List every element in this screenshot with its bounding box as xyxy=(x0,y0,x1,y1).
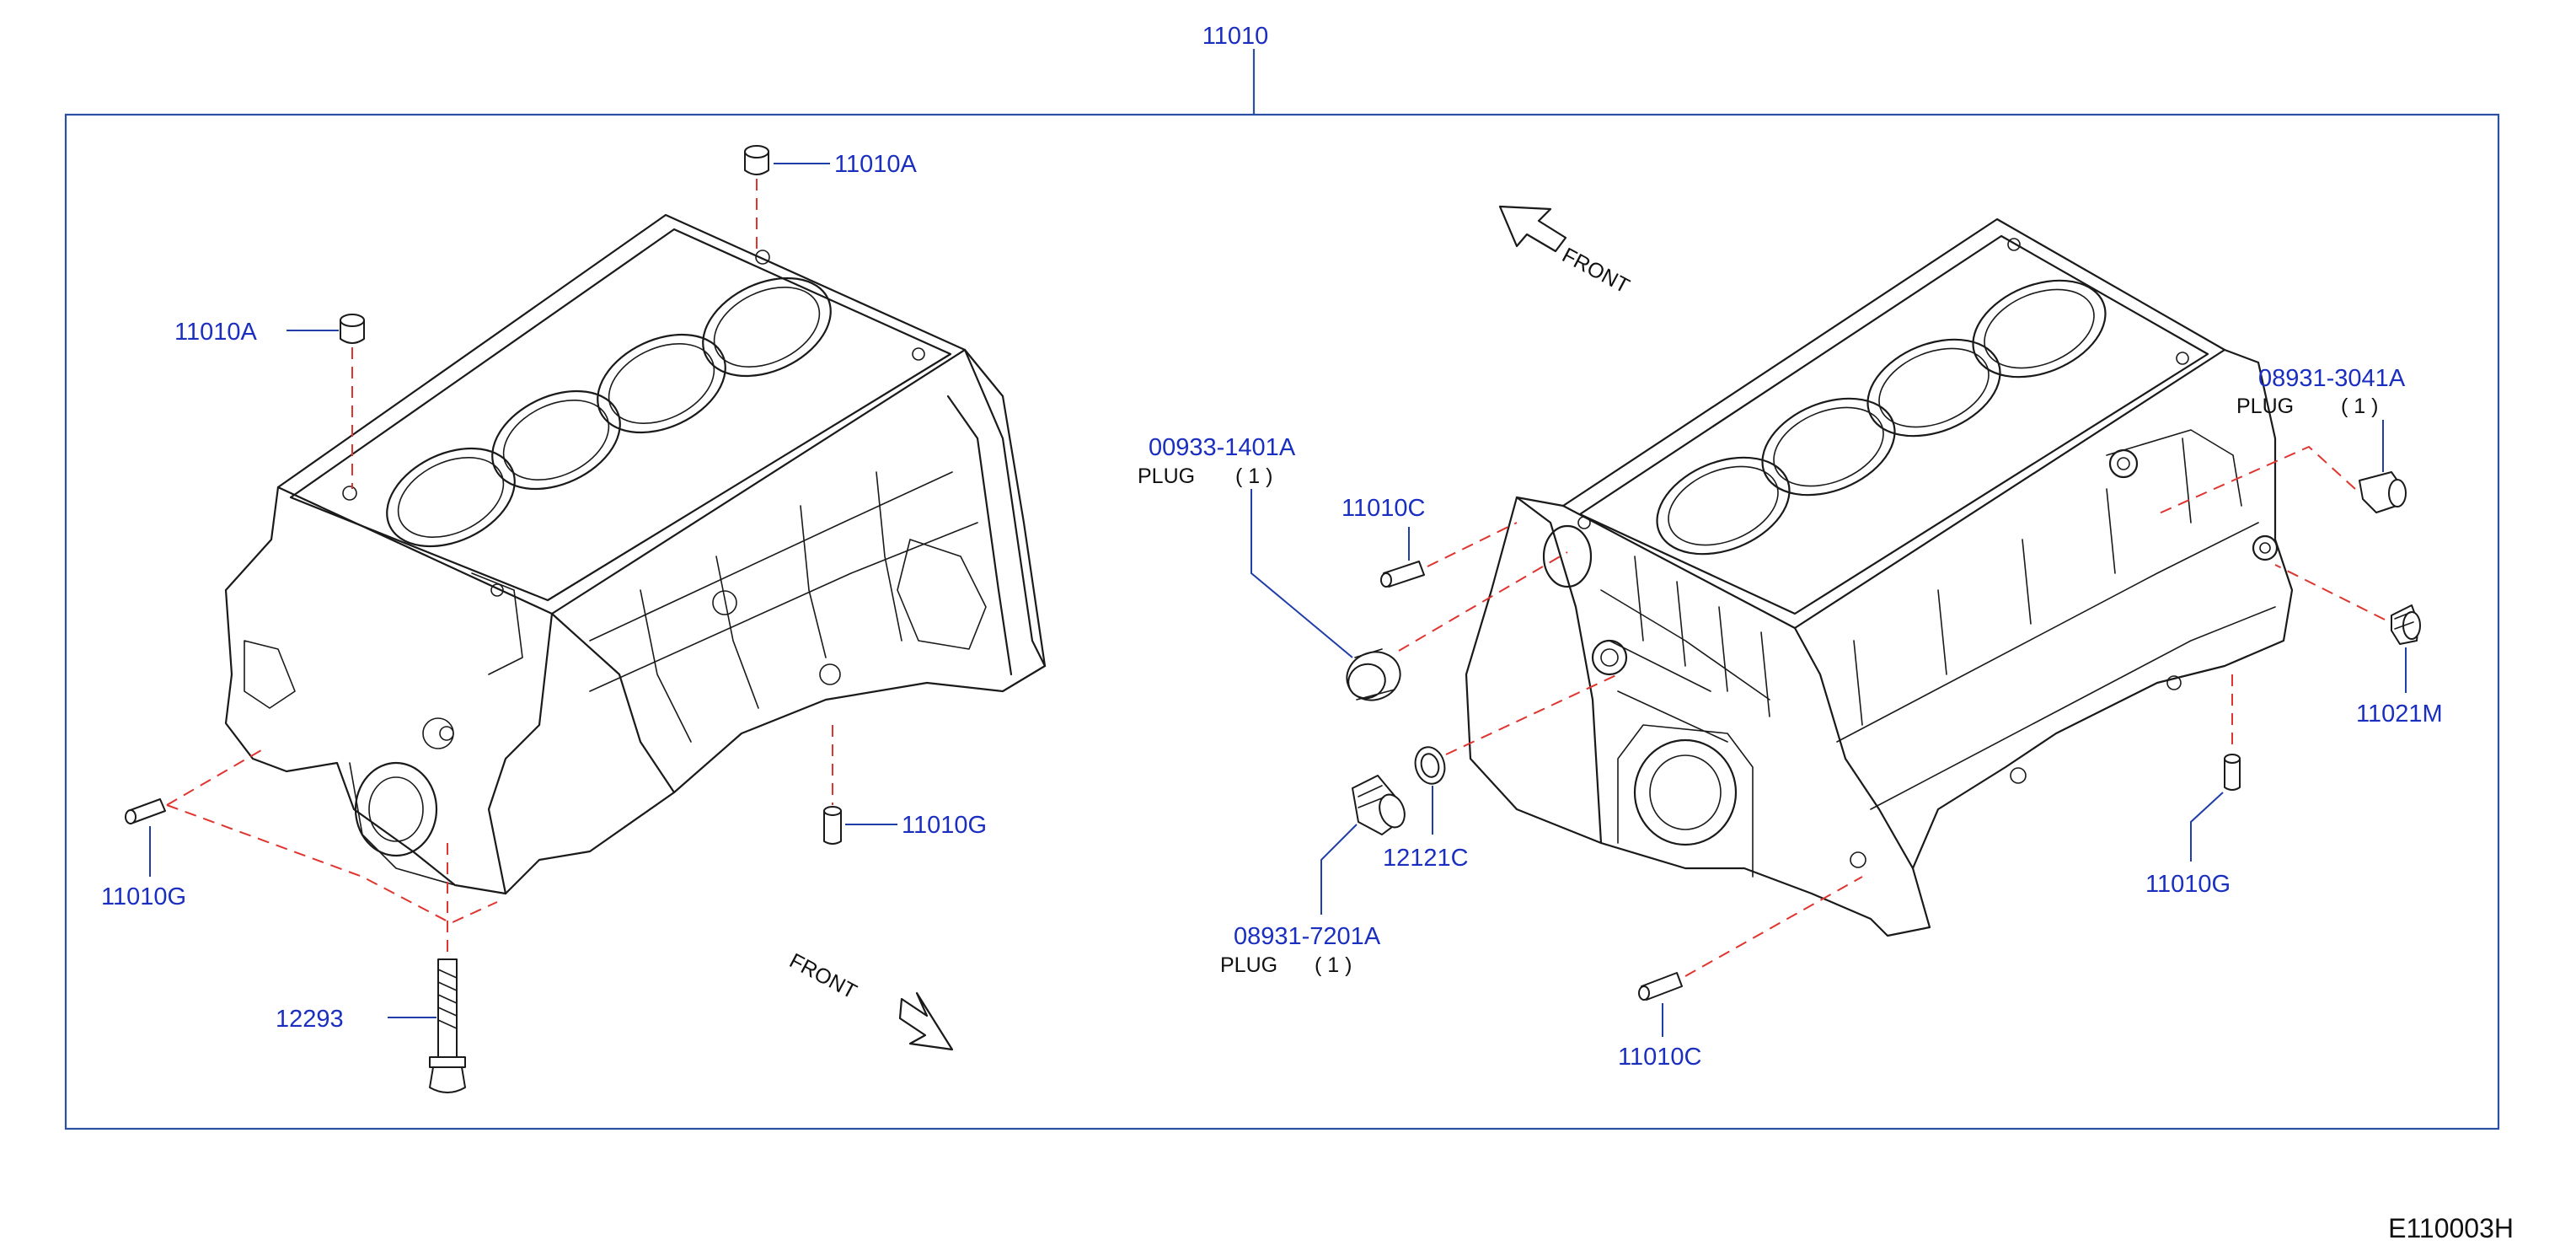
pin-11010C-top[interactable] xyxy=(1380,561,1425,588)
part-11010G-mid[interactable]: 11010G xyxy=(902,812,987,839)
guide-11010C-bottom xyxy=(1684,876,1863,977)
dowel-11010A-left[interactable] xyxy=(340,314,365,344)
guide-11010C-top xyxy=(1427,522,1518,567)
plug-qty-3041: ( 1 ) xyxy=(2341,395,2378,418)
part-11010C-bottom[interactable]: 11010C xyxy=(1618,1044,1701,1071)
plug-qty-00933: ( 1 ) xyxy=(1235,464,1272,488)
pin-11010G-mid[interactable] xyxy=(823,806,842,845)
pin-11010C-bottom[interactable] xyxy=(1638,972,1683,1001)
plug-08931-3041A[interactable] xyxy=(2359,471,2407,513)
plug-label-00933: PLUG xyxy=(1138,464,1195,488)
part-11010G-left[interactable]: 11010G xyxy=(101,883,186,910)
drawing-code: E110003H xyxy=(2388,1213,2514,1243)
part-12293[interactable]: 12293 xyxy=(276,1006,344,1033)
part-11010C-top[interactable]: 11010C xyxy=(1342,495,1425,522)
seal-00933-1401A[interactable] xyxy=(1340,645,1406,708)
guide-08931-3041A xyxy=(2156,445,2356,515)
part-11021M[interactable]: 11021M xyxy=(2356,701,2443,728)
pin-11010G-right[interactable] xyxy=(2224,754,2241,791)
part-08931-7201A[interactable]: 08931-7201A xyxy=(1234,923,1381,950)
bolt-12293[interactable] xyxy=(429,958,466,1093)
leader-00933-1401A xyxy=(1251,489,1353,658)
front-label-right: FRONT xyxy=(1558,244,1633,298)
part-11010G-right[interactable]: 11010G xyxy=(2145,871,2231,898)
plug-qty-7201: ( 1 ) xyxy=(1315,953,1352,977)
front-arrow-left-icon xyxy=(898,991,954,1051)
assembly-frame xyxy=(64,113,2500,1130)
part-11010A-left[interactable]: 11010A xyxy=(174,319,257,346)
guide-12121C xyxy=(1445,674,1619,755)
frame-part-number[interactable]: 11010 xyxy=(1202,23,1269,50)
plug-label-7201: PLUG xyxy=(1220,953,1277,977)
guide-00933-1401A xyxy=(1398,551,1568,652)
front-label-left: FRONT xyxy=(785,949,860,1004)
part-00933-1401A[interactable]: 00933-1401A xyxy=(1149,434,1296,461)
leader-08931-7201A xyxy=(1320,824,1358,915)
leader-11010G-right xyxy=(2190,792,2224,862)
part-12121C[interactable]: 12121C xyxy=(1383,845,1469,872)
pin-11010G-left[interactable] xyxy=(125,798,166,824)
left-cylinder-block xyxy=(224,213,1047,895)
guide-11021M xyxy=(2274,564,2386,620)
right-cylinder-block xyxy=(1465,217,2294,937)
plug-08931-7201A[interactable] xyxy=(1352,775,1409,835)
plug-label-3041: PLUG xyxy=(2236,395,2294,418)
front-arrow-right-icon xyxy=(1498,205,1567,253)
guide-11010G-left xyxy=(166,749,498,925)
washer-12121C[interactable] xyxy=(1411,744,1449,787)
part-08931-3041A[interactable]: 08931-3041A xyxy=(2258,365,2406,392)
part-11010A-top[interactable]: 11010A xyxy=(834,151,917,178)
plug-11021M[interactable] xyxy=(2391,604,2421,645)
dowel-11010A-top[interactable] xyxy=(744,145,769,175)
